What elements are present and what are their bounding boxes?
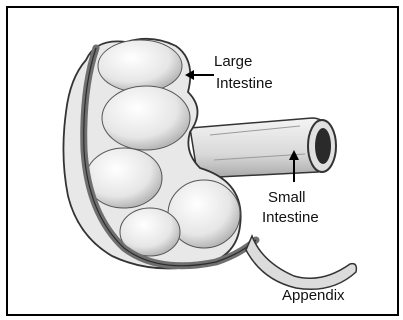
- small-intestine-drawing: [190, 118, 336, 178]
- large-intestine-label-line1: Large: [214, 53, 252, 70]
- large-intestine-label-line2: Intestine: [216, 75, 273, 92]
- small-intestine-label-line2: Intestine: [262, 209, 319, 226]
- appendix-label: Appendix: [282, 287, 345, 304]
- small-intestine-label-line1: Small: [268, 189, 306, 206]
- appendix-drawing: [246, 236, 356, 289]
